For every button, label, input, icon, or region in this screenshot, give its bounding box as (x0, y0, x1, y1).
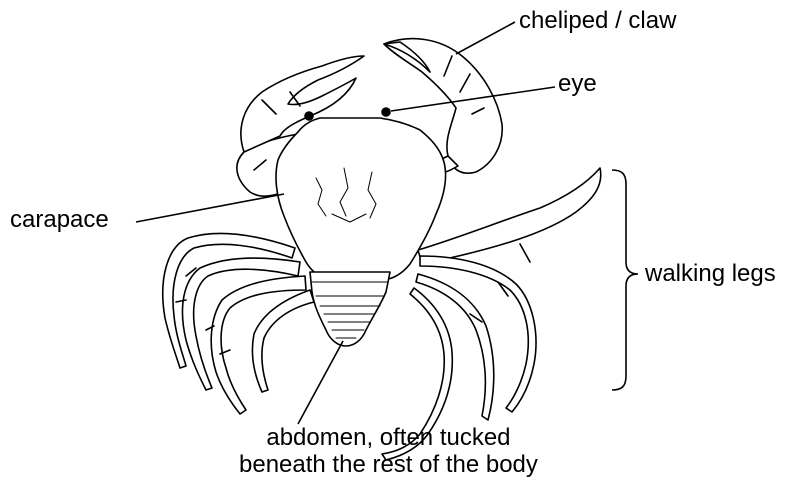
abdomen (310, 272, 390, 346)
abdomen-label-line-2: beneath the rest of the body (239, 451, 538, 478)
left-eye (305, 112, 313, 120)
eye-label: eye (558, 70, 597, 97)
cheliped-claw-label: cheliped / claw (519, 7, 676, 34)
abdomen-label-line-1: abdomen, often tucked (239, 424, 538, 451)
leader-carapace (136, 194, 284, 222)
walking-legs-label: walking legs (645, 260, 776, 287)
carapace-label: carapace (10, 206, 109, 233)
curly-brace-icon (612, 170, 638, 390)
right-eye (382, 108, 390, 116)
left-walking-legs (163, 233, 314, 414)
leader-cheliped (456, 22, 515, 54)
leader-abdomen (298, 341, 343, 424)
abdomen-label: abdomen, often tucked beneath the rest o… (239, 424, 538, 478)
